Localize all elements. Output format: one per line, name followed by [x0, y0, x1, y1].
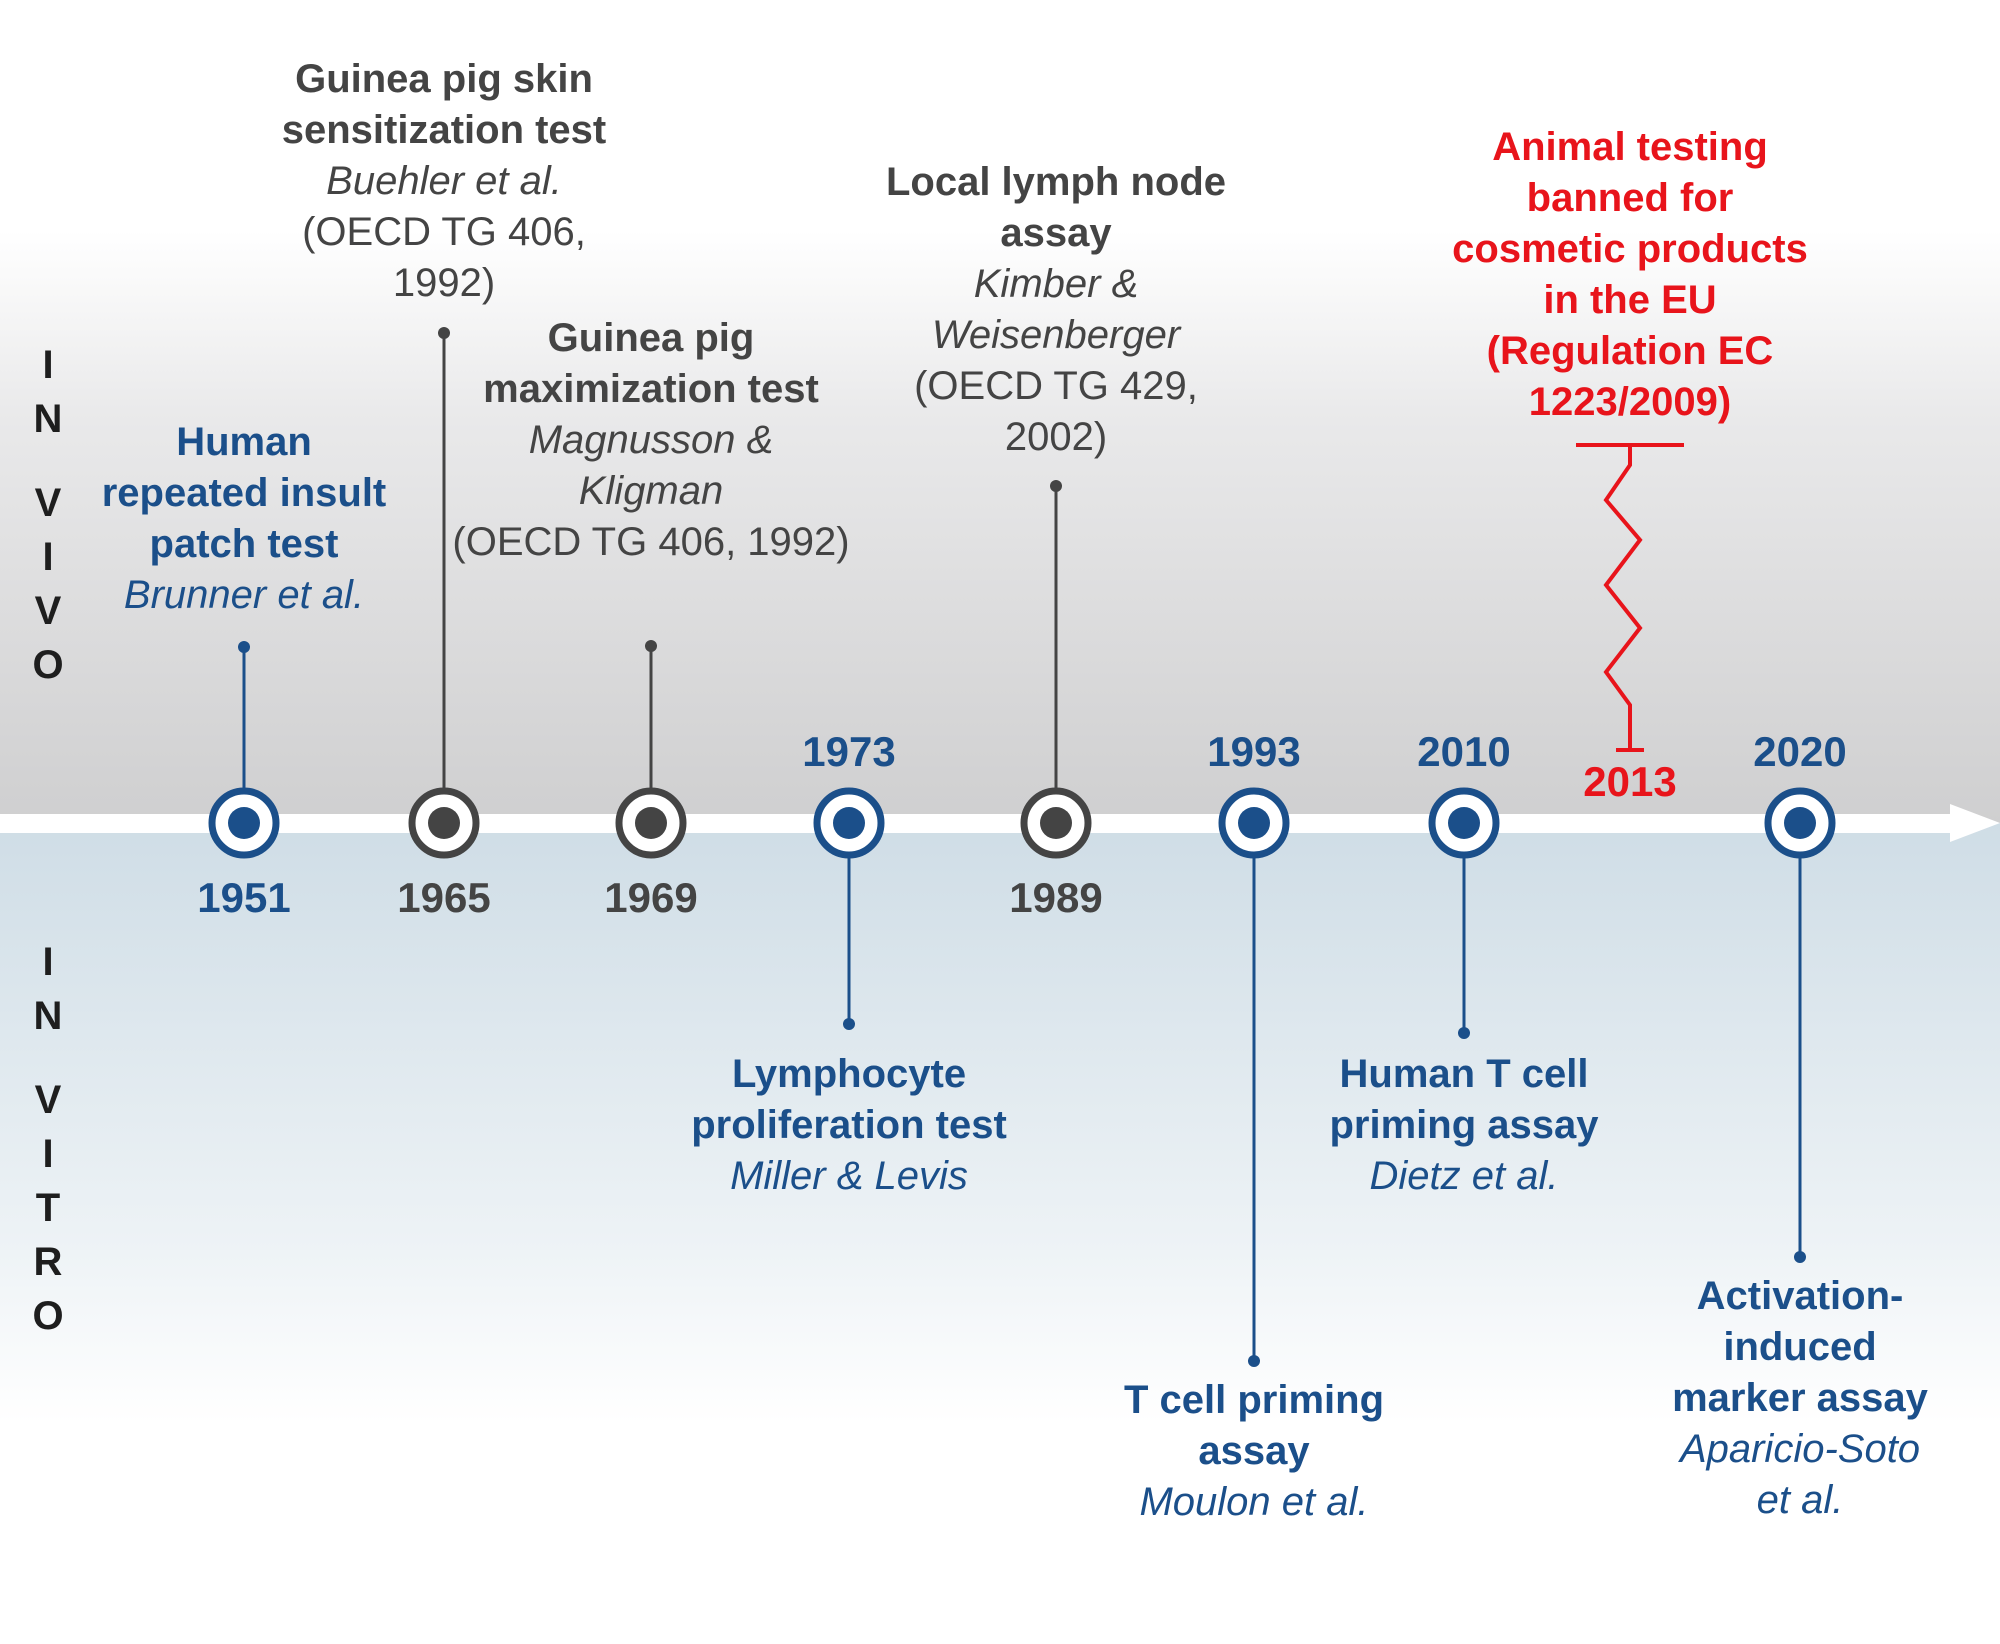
event-citation: Weisenberger [931, 313, 1181, 357]
in-vitro-region [0, 823, 2000, 1644]
event-title-line: assay [1000, 211, 1112, 255]
marker-1965 [408, 787, 480, 859]
event-title-line: induced [1723, 1325, 1877, 1369]
event-citation: Brunner et al. [123, 573, 365, 617]
event-title-line: Guinea pig [547, 316, 755, 360]
event-title-line: marker assay [1672, 1376, 1928, 1420]
stem-1951 [238, 641, 250, 788]
stem-1969 [645, 640, 657, 788]
in-vivo-letter: I [42, 535, 54, 579]
event-citation: Kligman [578, 469, 724, 513]
stem-1973 [843, 858, 855, 1030]
event-title-line: maximization test [483, 367, 819, 411]
year-2010: 2010 [1417, 728, 1511, 775]
in-vivo-letter: V [34, 481, 62, 525]
in-vivo-letter: N [33, 397, 63, 441]
in-vitro-letter: R [33, 1240, 63, 1284]
marker-1969 [615, 787, 687, 859]
marker-1951 [208, 787, 280, 859]
event-tcpa: T cell priming assay Moulon et al. [1054, 1375, 1454, 1528]
in-vitro-letter: N [33, 994, 63, 1038]
marker-2020 [1764, 787, 1836, 859]
event-gpmt: Guinea pig maximization test Magnusson &… [431, 313, 871, 568]
event-title-line: banned for [1526, 176, 1734, 220]
event-htcpa: Human T cell priming assay Dietz et al. [1264, 1049, 1664, 1202]
event-lpt: Lymphocyte proliferation test Miller & L… [649, 1049, 1049, 1202]
year-2020: 2020 [1753, 728, 1847, 775]
in-vitro-gap [28, 1043, 68, 1073]
event-citation: Magnusson & [528, 418, 774, 462]
in-vitro-letter: I [42, 1132, 54, 1176]
stem-2020 [1794, 858, 1806, 1263]
stem-2010 [1458, 858, 1470, 1039]
year-1965: 1965 [397, 874, 491, 921]
in-vivo-letter: O [32, 643, 64, 687]
year-1969: 1969 [604, 874, 698, 921]
marker-1989 [1020, 787, 1092, 859]
year-2013: 2013 [1583, 758, 1677, 805]
in-vitro-letter: O [32, 1294, 64, 1338]
event-title-line: Guinea pig skin [295, 57, 593, 101]
event-title-line: Animal testing [1492, 125, 1768, 169]
stem-1965 [438, 327, 450, 788]
year-1951: 1951 [197, 874, 291, 921]
event-citation: Moulon et al. [1139, 1480, 1369, 1524]
event-title-line: sensitization test [281, 108, 607, 152]
event-oecd-line: 2002) [1004, 415, 1108, 459]
event-oecd-line: 1992) [392, 261, 496, 305]
event-citation: Kimber & [973, 262, 1139, 306]
marker-1993 [1218, 787, 1290, 859]
event-citation: Miller & Levis [730, 1154, 968, 1198]
event-title-line: Lymphocyte [731, 1052, 967, 1096]
event-oecd-line: (OECD TG 406, 1992) [452, 520, 850, 564]
in-vivo-region [0, 0, 2000, 823]
marker-2010 [1428, 787, 1500, 859]
event-title-line: 1223/2009) [1528, 380, 1732, 424]
in-vitro-label: I N V I T R O [28, 935, 68, 1343]
stem-1989 [1050, 480, 1062, 788]
event-llna: Local lymph node assay Kimber & Weisenbe… [856, 157, 1256, 463]
event-citation: Aparicio-Soto [1679, 1427, 1921, 1471]
year-1973: 1973 [802, 728, 896, 775]
event-oecd-line: (OECD TG 429, [914, 364, 1198, 408]
stem-1993 [1248, 858, 1260, 1367]
event-citation: et al. [1756, 1478, 1844, 1522]
in-vitro-letter: I [42, 940, 54, 984]
event-title-line: in the EU [1543, 278, 1717, 322]
event-title-line: T cell priming [1123, 1378, 1385, 1422]
event-title-line: Human T cell [1339, 1052, 1589, 1096]
in-vivo-letter: V [34, 589, 62, 633]
event-title-line: proliferation test [691, 1103, 1007, 1147]
in-vitro-letter: T [35, 1186, 61, 1230]
event-title-line: Local lymph node [885, 160, 1227, 204]
event-title-line: Human [176, 420, 312, 464]
event-title-line: Activation- [1696, 1274, 1904, 1318]
in-vivo-letter: I [42, 343, 54, 387]
in-vitro-letter: V [34, 1078, 62, 1122]
stem-2013-zigzag [1576, 443, 1684, 752]
in-vivo-label: I N V I V O [28, 338, 68, 692]
event-hript: Human repeated insult patch test Brunner… [44, 417, 444, 621]
year-1993: 1993 [1207, 728, 1301, 775]
event-title-line: patch test [149, 522, 339, 566]
event-gpst: Guinea pig skin sensitization test Buehl… [244, 54, 644, 309]
event-ban: Animal testing banned for cosmetic produ… [1410, 122, 1850, 428]
event-title-line: cosmetic products [1452, 227, 1808, 271]
event-citation: Buehler et al. [326, 159, 562, 203]
event-title-line: assay [1198, 1429, 1310, 1473]
event-oecd-line: (OECD TG 406, [302, 210, 586, 254]
year-1989: 1989 [1009, 874, 1103, 921]
event-title-line: priming assay [1329, 1103, 1599, 1147]
timeline-arrow [0, 804, 2000, 842]
event-citation: Dietz et al. [1369, 1154, 1559, 1198]
event-title-line: (Regulation EC [1486, 329, 1774, 373]
event-aim: Activation- induced marker assay Aparici… [1600, 1271, 2000, 1526]
marker-1973 [813, 787, 885, 859]
event-title-line: repeated insult [101, 471, 387, 515]
